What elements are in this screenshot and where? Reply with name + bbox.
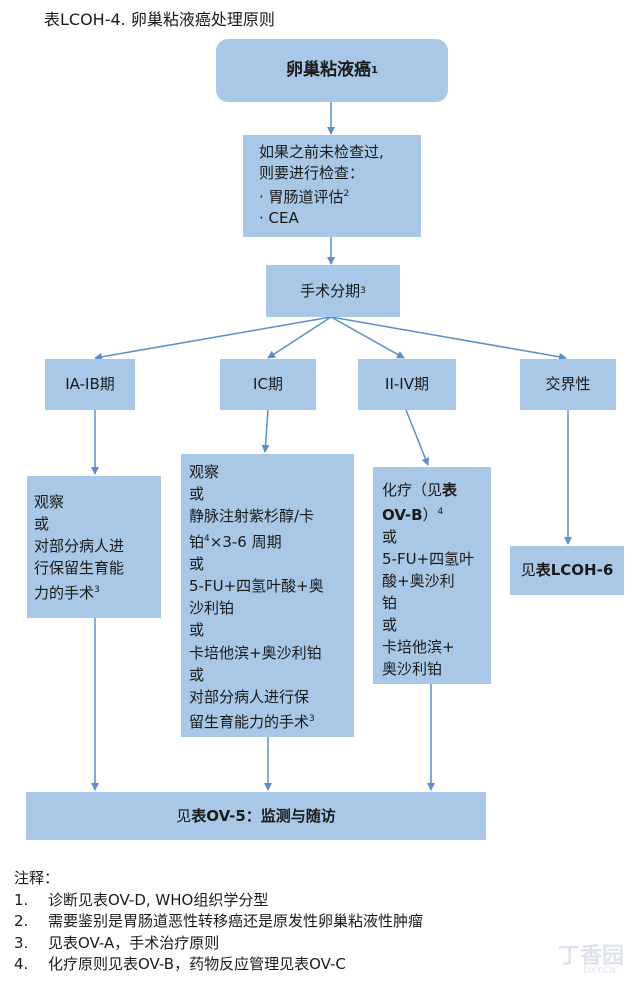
watermark-logo: 丁香园: [557, 944, 624, 969]
watermark-url: DXY.CN: [583, 966, 616, 976]
footnotes: 注释： 1.诊断见表OV-D, WHO组织学分型 2.需要鉴别是胃肠道恶性转移癌…: [14, 868, 423, 976]
footnote-item: 1.诊断见表OV-D, WHO组织学分型: [14, 890, 269, 909]
arrow-staging-border: [330, 316, 567, 361]
followup-node: 见表OV-5：监测与随访: [26, 792, 486, 840]
mgmt-ia-ib: 观察 或 对部分病人进 行保留生育能 力的手术3: [27, 476, 161, 618]
arrow-staging-ii: [330, 316, 405, 359]
footnotes-heading: 注释：: [14, 869, 60, 887]
arrow-staging-ia: [94, 316, 332, 361]
footnote-item: 4.化疗原则见表OV-B，药物反应管理见表OV-C: [14, 955, 346, 973]
stage-ic: IC期: [220, 359, 316, 410]
precheck-node: 如果之前未检查过, 则要进行检查： · 胃肠道评估2 · CEA: [243, 135, 421, 237]
arrow-ii-mgmt: [405, 409, 430, 466]
stage-ii-iv: II-IV期: [358, 359, 456, 410]
footnote-item: 3.见表OV-A，手术治疗原则: [14, 933, 220, 952]
arrow-staging-ic: [267, 316, 332, 359]
arrow-ic-mgmt: [261, 409, 270, 453]
page-title: 表LCOH-4. 卵巢粘液癌处理原则: [44, 10, 275, 29]
stage-borderline: 交界性: [520, 359, 616, 410]
mgmt-borderline: 见表LCOH-6: [510, 546, 624, 595]
mgmt-ii-iv: 化疗（见表 OV-B）4 或 5-FU+四氢叶 酸+奥沙利 铂 或 卡培他滨+ …: [373, 467, 491, 684]
stage-ia-ib: IA-IB期: [45, 359, 135, 410]
mgmt-ic: 观察 或 静脉注射紫杉醇/卡 铂4×3-6 周期 或 5-FU+四氢叶酸+奥 沙…: [181, 454, 354, 737]
footnote-item: 2.需要鉴别是胃肠道恶性转移癌还是原发性卵巢粘液性肿瘤: [14, 912, 424, 930]
